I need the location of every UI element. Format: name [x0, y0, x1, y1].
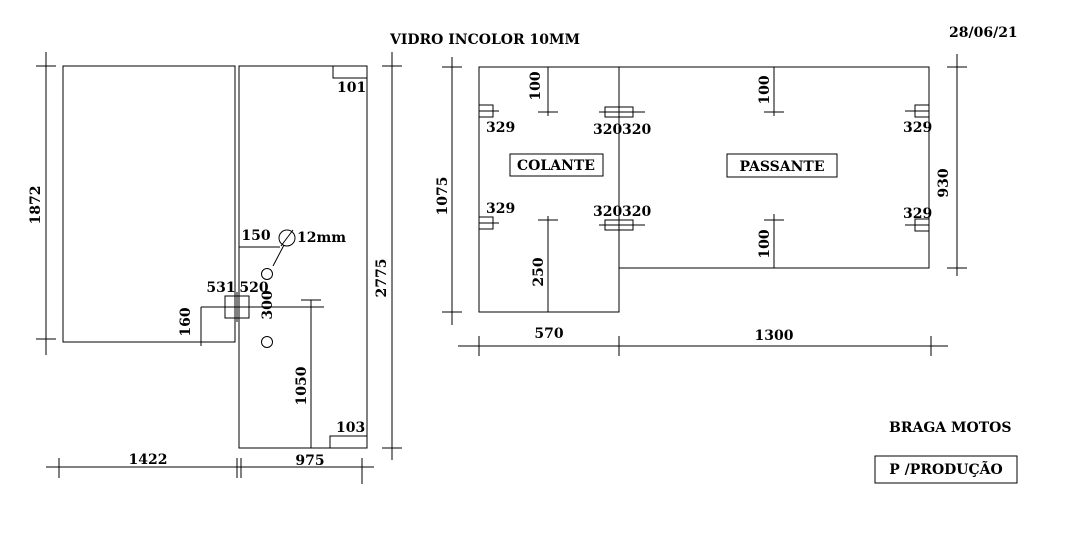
- passante-height-value: 930: [936, 168, 952, 197]
- panel-a-height-value: 1872: [28, 186, 44, 225]
- colante-width-value: 570: [534, 326, 563, 342]
- panel-b-height-value: 2775: [374, 259, 390, 298]
- corner-bottom-value: 103: [336, 420, 365, 436]
- dim-passante-height: 930: [936, 54, 967, 276]
- production-stamp: P /PRODUÇÃO: [889, 459, 1002, 478]
- corner-box-bottom: [329, 435, 367, 448]
- panel-a: [62, 65, 236, 343]
- hinge-bottom-left: 329: [478, 201, 515, 230]
- label-colante: COLANTE: [517, 158, 595, 174]
- panel-b-width-value: 975: [295, 453, 324, 469]
- offset-marker-bottom-left: 250: [531, 216, 558, 312]
- label-box-passante: [726, 153, 838, 178]
- hinge-top-right-value: 329: [903, 120, 932, 136]
- notch-detail: 531 520 160: [178, 280, 324, 346]
- colante-height-value: 1075: [435, 177, 451, 216]
- dim-hole-from-bottom: 1050: [294, 299, 321, 448]
- panel-colante: [478, 66, 620, 313]
- hinge-bottom-mid-b-value: 320: [622, 204, 651, 220]
- hinge-bottom-mid-a-value: 320: [593, 204, 622, 220]
- label-passante: PASSANTE: [739, 159, 824, 175]
- dim-colante-height: 1075: [435, 57, 462, 325]
- hinge-top-left-value: 329: [486, 120, 515, 136]
- hinge-top-left: 329: [478, 104, 515, 136]
- label-box-colante: [509, 153, 604, 177]
- hole-upper: [261, 268, 273, 280]
- dim-panel-a-height: 1872: [28, 52, 56, 355]
- passante-width-value: 1300: [755, 328, 794, 344]
- hinge-bottom-mid: 320 320: [593, 204, 651, 231]
- hinge-top-mid: 320 320: [593, 106, 651, 138]
- drawing-title: VIDRO INCOLOR 10MM: [389, 32, 580, 48]
- hole-lower: [261, 336, 273, 348]
- offset-marker-top-right: 100: [757, 67, 784, 116]
- client-name: BRAGA MOTOS: [889, 420, 1011, 436]
- hinge-top-right: 329: [903, 104, 932, 136]
- hole-diameter-callout: 12mm: [272, 229, 346, 267]
- offset-bottom-right-value: 100: [757, 229, 773, 258]
- dim-hole-offset: 150: [238, 228, 280, 258]
- notch-width-b-value: 520: [239, 280, 268, 296]
- notch-height-value: 160: [178, 307, 194, 336]
- hinge-top-mid-a-value: 320: [593, 122, 622, 138]
- hinge-bottom-left-value: 329: [486, 201, 515, 217]
- hinge-bottom-right: 329: [903, 206, 932, 232]
- offset-marker-top-left: 100: [528, 67, 558, 116]
- offset-marker-bottom-right: 100: [757, 214, 784, 268]
- hole-from-bottom-value: 1050: [294, 366, 310, 405]
- hole-offset-value: 150: [241, 228, 270, 244]
- offset-bottom-left-value: 250: [531, 257, 547, 286]
- diameter-symbol-icon: [278, 229, 296, 247]
- stamp-box: [874, 455, 1018, 484]
- offset-top-left-value: 100: [528, 71, 544, 100]
- dim-right-widths: 570 1300: [458, 326, 948, 356]
- dim-panel-b-height: 2775: [374, 52, 402, 460]
- dim-hole-spacing: 300: [260, 290, 276, 319]
- dim-bottom-widths: 1422 975: [46, 452, 374, 484]
- notch-width-a-value: 531: [206, 280, 235, 296]
- corner-box-top: [332, 66, 367, 79]
- hole-diameter-value: 12mm: [297, 230, 346, 246]
- offset-top-right-value: 100: [757, 75, 773, 104]
- drawing-date: 28/06/21: [949, 25, 1018, 41]
- hinge-bottom-right-value: 329: [903, 206, 932, 222]
- panel-a-width-value: 1422: [129, 452, 168, 468]
- hinge-top-mid-b-value: 320: [622, 122, 651, 138]
- hole-spacing-value: 300: [260, 290, 276, 319]
- corner-top-value: 101: [337, 80, 366, 96]
